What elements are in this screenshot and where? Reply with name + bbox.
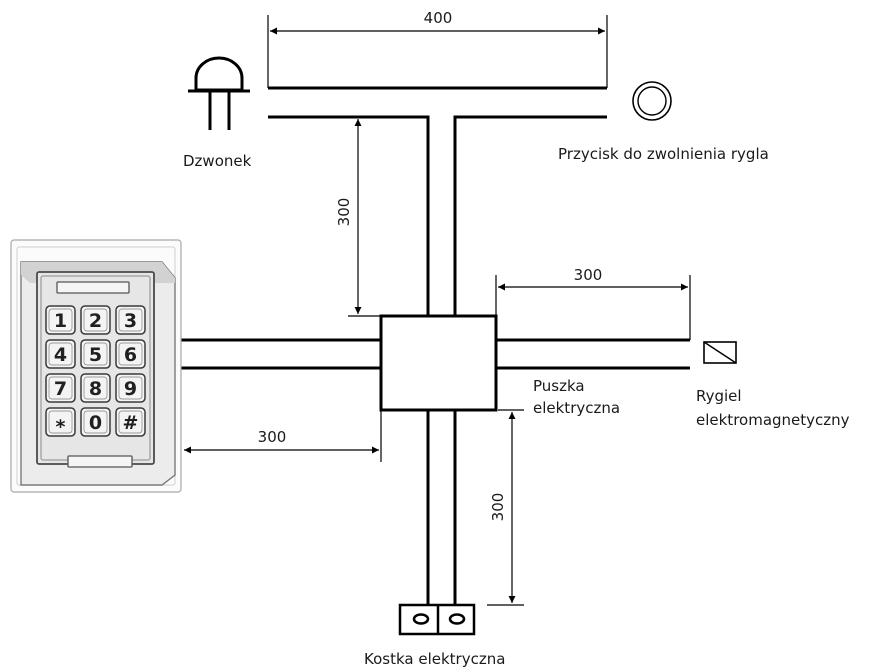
keypad-key-label: #	[123, 412, 139, 434]
lock-label-line2: elektromagnetyczny	[696, 411, 850, 429]
keypad-key-label: 9	[124, 378, 137, 400]
keypad-key: 1	[45, 305, 76, 335]
keypad-key: 0	[80, 407, 111, 437]
keypad-key-label: 4	[54, 344, 67, 366]
keypad-key-label: 2	[89, 310, 102, 332]
keypad-key: 6	[115, 339, 146, 369]
terminal-block-icon	[398, 603, 476, 636]
keypad-key: 7	[45, 373, 76, 403]
dimension-bottom-vertical: 300	[487, 409, 524, 606]
dimension-left-vertical-label: 300	[335, 198, 353, 227]
release-button-label: Przycisk do zwolnienia rygla	[558, 145, 769, 163]
junction-box-label-line2: elektryczna	[533, 399, 620, 417]
junction-box-label-line1: Puszka	[533, 377, 585, 395]
keypad-key: #	[115, 407, 146, 437]
top-wires	[268, 86, 607, 316]
dimension-right-horizontal: 300	[495, 266, 691, 340]
keypad-key-label: 7	[54, 378, 67, 400]
keypad-key: 2	[80, 305, 111, 335]
lock-label-line1: Rygiel	[696, 387, 742, 405]
keypad-key-label: *	[56, 416, 66, 438]
keypad-key-label: 8	[89, 378, 102, 400]
bottom-wires	[426, 410, 457, 608]
keypad-key: 3	[115, 305, 146, 335]
release-button-icon	[632, 81, 672, 121]
keypad-key-label: 5	[89, 344, 102, 366]
dimension-top-label: 400	[424, 9, 453, 27]
terminal-block-label: Kostka elektryczna	[364, 650, 505, 668]
dimension-top: 400	[267, 9, 608, 88]
bell-label: Dzwonek	[183, 152, 252, 170]
keypad-key-label: 1	[54, 310, 67, 332]
dimension-left-vertical: 300	[335, 119, 383, 317]
dimension-right-horizontal-label: 300	[574, 266, 603, 284]
horizontal-wires	[181, 338, 690, 370]
electromagnetic-lock-icon	[703, 341, 737, 364]
junction-box	[379, 314, 498, 412]
keypad-key: 5	[80, 339, 111, 369]
keypad-key-label: 0	[89, 412, 102, 434]
keypad-key: 9	[115, 373, 146, 403]
keypad-key-label: 6	[124, 344, 137, 366]
dimension-left-horizontal-label: 300	[258, 428, 287, 446]
keypad-key: 8	[80, 373, 111, 403]
dimension-left-horizontal: 300	[184, 410, 382, 462]
bell-icon	[188, 56, 250, 130]
dimension-bottom-vertical-label: 300	[489, 493, 507, 522]
keypad-key: 4	[45, 339, 76, 369]
keypad-key-label: 3	[124, 310, 137, 332]
keypad-key: *	[45, 407, 76, 438]
